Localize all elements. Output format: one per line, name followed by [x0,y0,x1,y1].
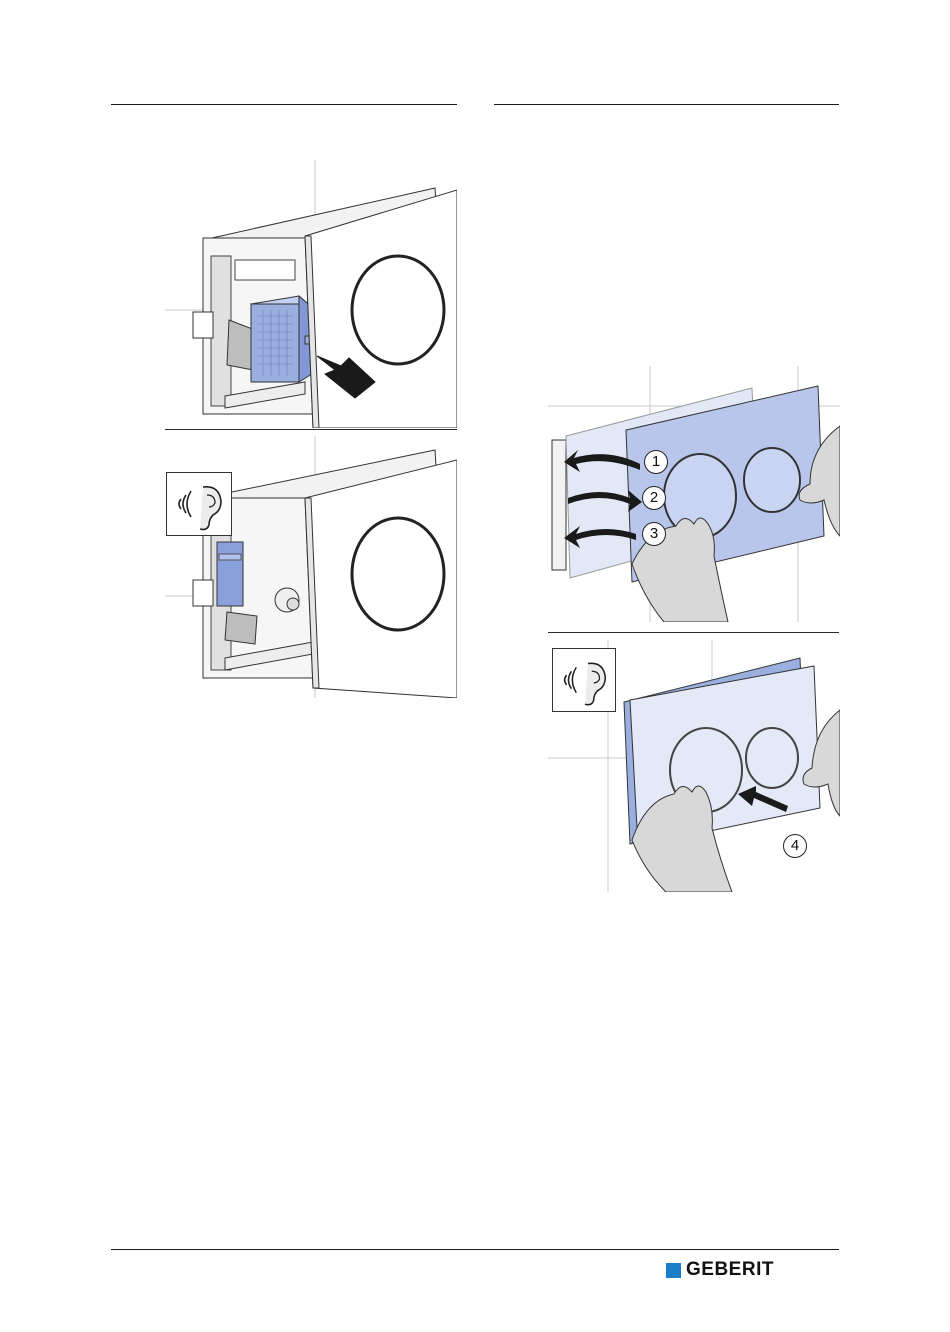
footer-rule [111,1249,839,1250]
listen-click-icon-box [166,472,232,536]
step-number-1: 1 [644,450,668,474]
geberit-logo: GEBERIT [666,1259,774,1281]
logo-square-icon [666,1263,681,1278]
step-number-4: 4 [783,834,807,858]
illustration-insert-module [165,160,457,428]
logo-wordmark: GEBERIT [686,1259,774,1281]
right-column-top-rule [494,104,839,105]
step-number-2: 2 [642,486,666,510]
right-panel-separator [548,632,839,633]
left-panel-separator [165,429,457,430]
left-column-top-rule [111,104,457,105]
ear-sound-icon [553,649,615,711]
listen-click-icon-box-2 [552,648,616,712]
ear-sound-icon [167,473,231,535]
step-number-3: 3 [642,522,666,546]
illustration-attach-plate [548,366,840,622]
